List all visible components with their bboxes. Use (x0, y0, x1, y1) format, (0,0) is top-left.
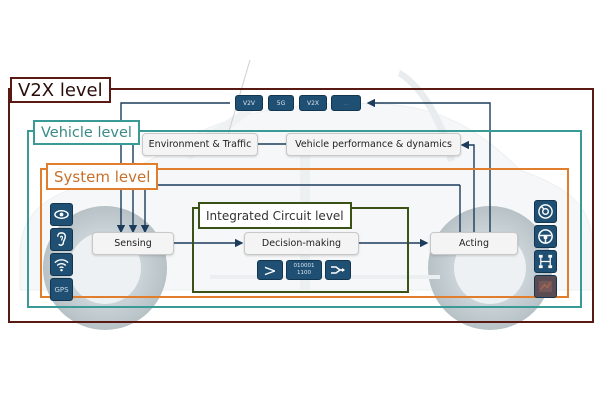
node-vehicle-performance: Vehicle performance & dynamics (286, 133, 461, 156)
node-sensing: Sensing (92, 232, 174, 255)
ic-level-label: Integrated Circuit level (198, 202, 352, 229)
branch-icon (325, 260, 351, 280)
arrow-acting-to-vehicle-performance (460, 140, 475, 232)
vehicle-level-label: Vehicle level (33, 120, 140, 145)
v2x-level-frame (8, 88, 594, 323)
drivetrain-icon (534, 250, 557, 273)
binary-code-icon: 010001 1100 (286, 260, 322, 280)
system-level-label: System level (46, 163, 159, 190)
chip-v2x: V2X (299, 95, 327, 111)
battery-icon (534, 275, 557, 298)
vehicle-level-frame (27, 130, 582, 308)
chip-5g: 5G (268, 95, 294, 111)
system-level-frame (40, 168, 569, 298)
node-decision-making: Decision-making (244, 232, 359, 255)
chip-more: ... (331, 95, 361, 111)
node-environment-traffic: Environment & Traffic (142, 133, 258, 156)
wifi-icon (50, 253, 73, 276)
v2x-level-label: V2X level (10, 77, 111, 103)
brake-disc-icon (534, 200, 557, 223)
gps-icon: GPS (50, 278, 73, 301)
compare-icon: > (257, 260, 283, 280)
arrow-acting-to-v2x (366, 98, 491, 232)
ear-icon (50, 228, 73, 251)
steering-wheel-icon (534, 225, 557, 248)
eye-icon (50, 203, 73, 226)
chip-v2v: V2V (235, 95, 263, 111)
node-acting: Acting (430, 232, 518, 255)
